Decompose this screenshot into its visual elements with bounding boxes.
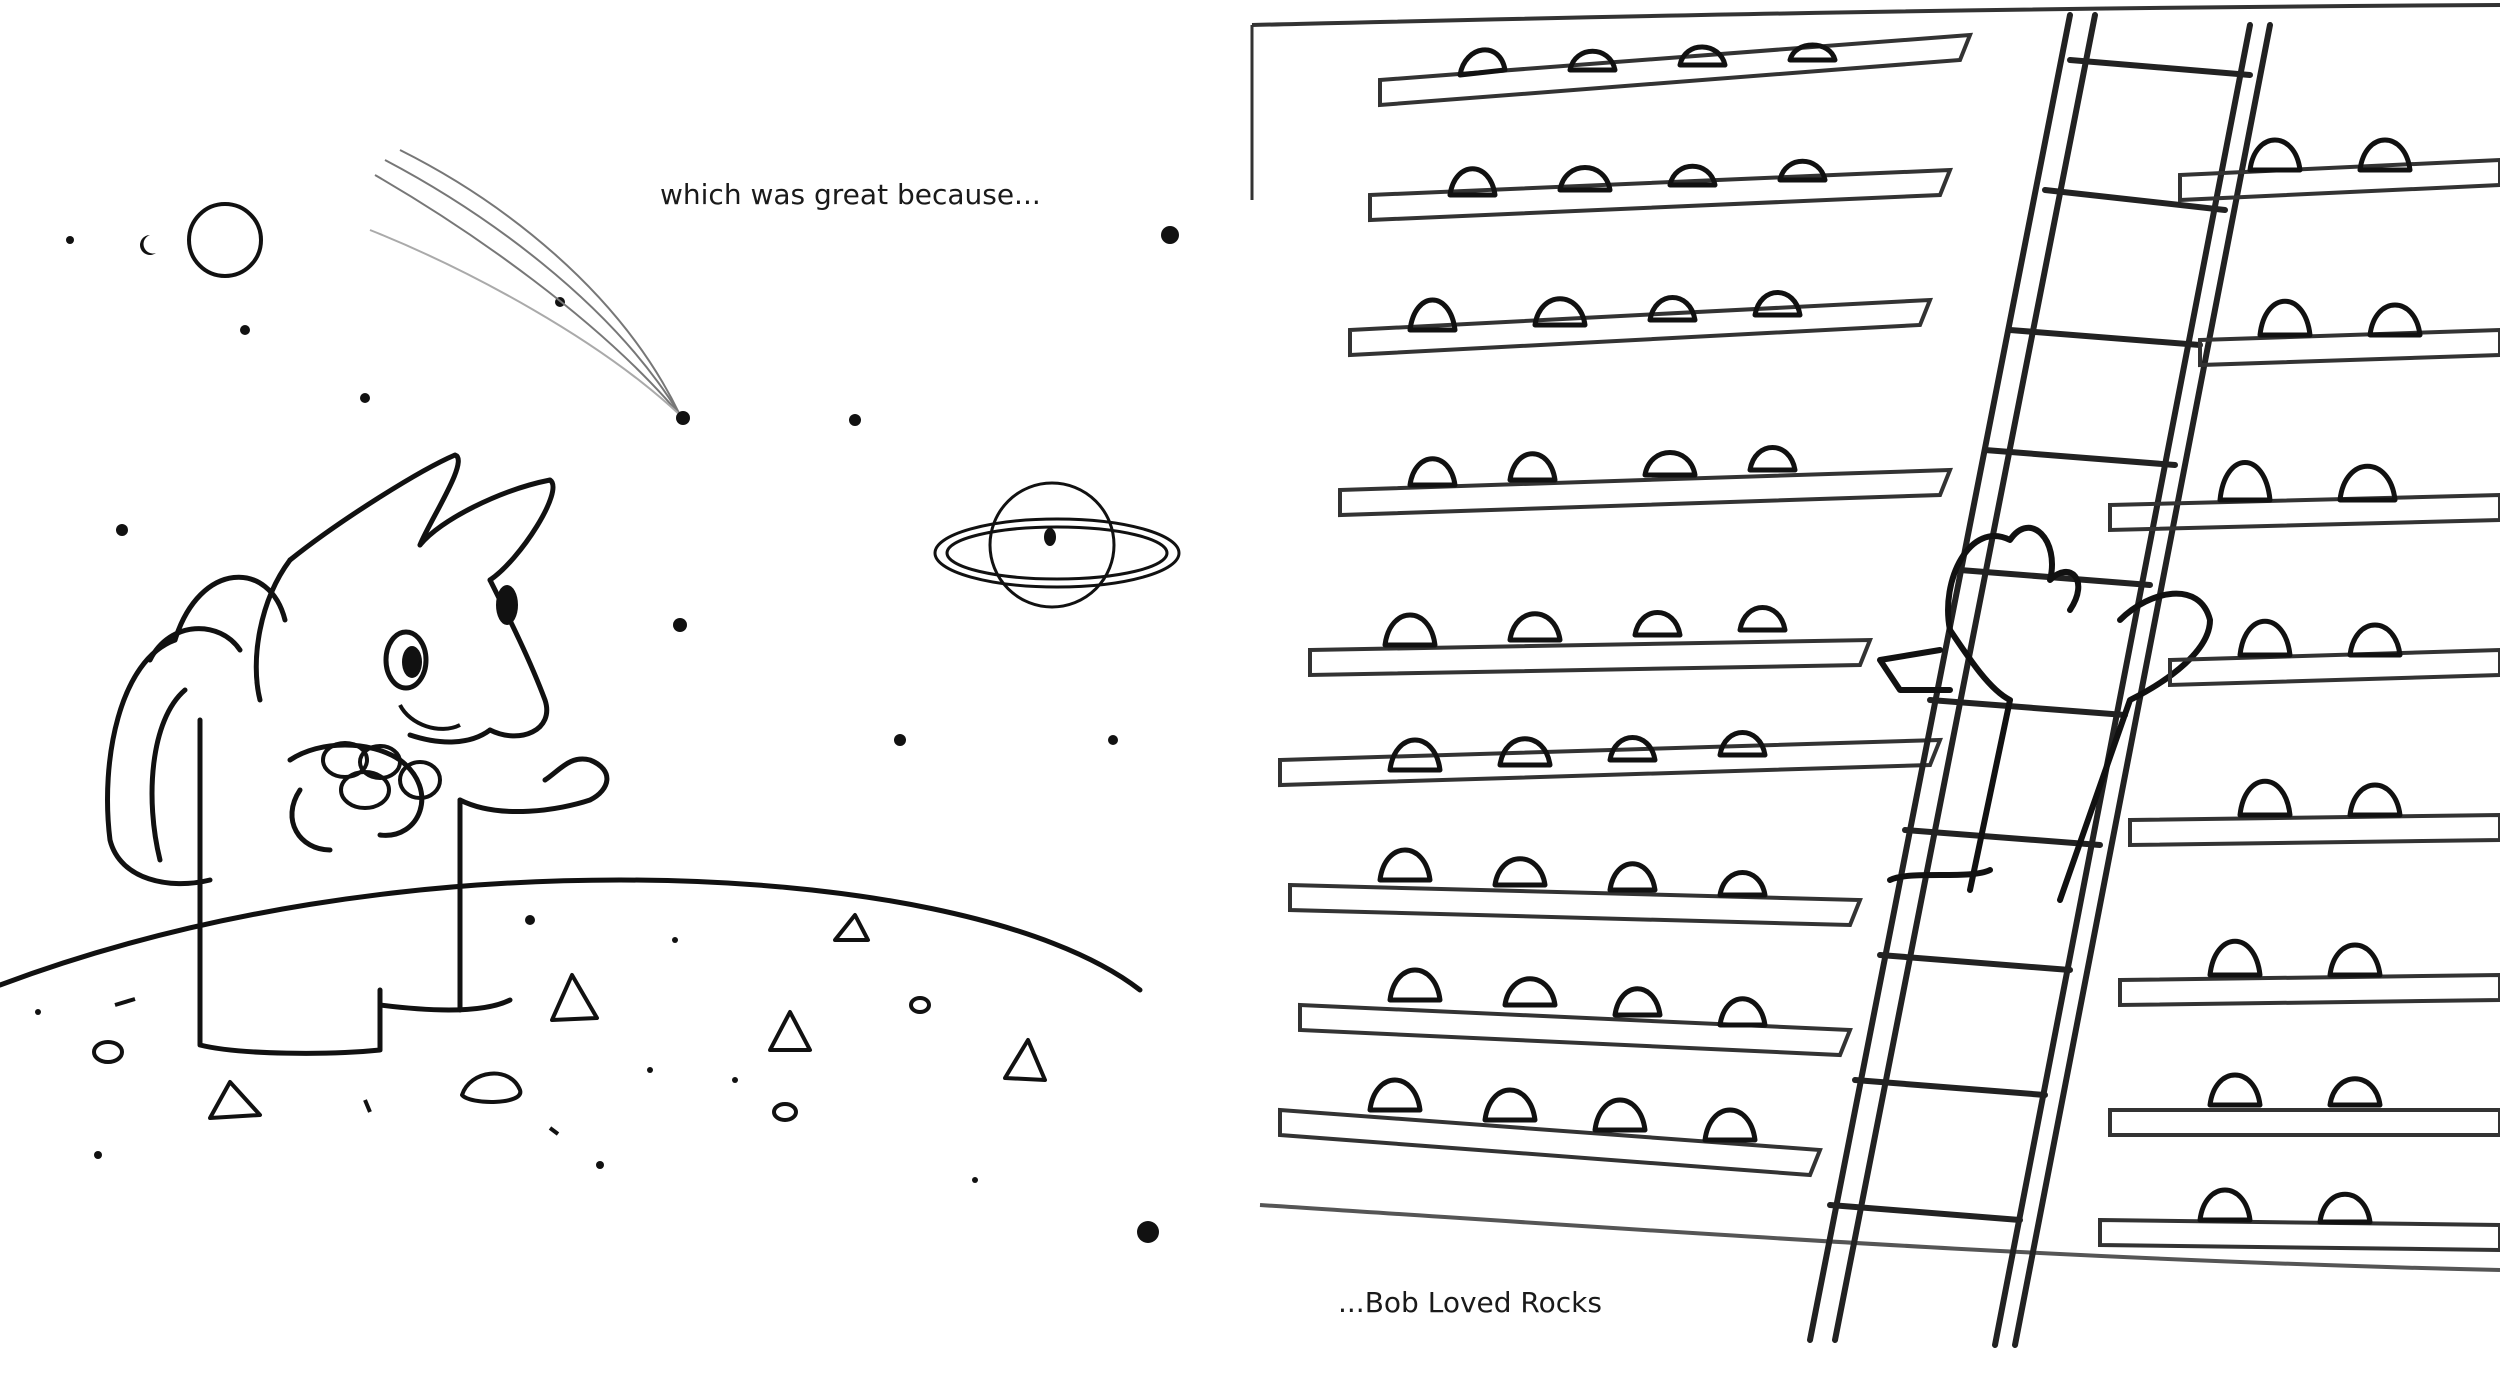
bob-smile	[398, 703, 461, 731]
planet-spot	[1044, 528, 1056, 546]
bob-climbing-ladder	[1877, 524, 2213, 903]
bob-eye-right	[496, 585, 518, 625]
shelf-rocks-left	[1367, 42, 1838, 1143]
crescent-star	[140, 235, 156, 255]
ladder	[1807, 12, 2273, 1348]
shooting-star	[369, 149, 681, 416]
right-page-caption: ...Bob Loved Rocks	[1338, 1286, 1602, 1319]
star-dots	[66, 226, 1179, 1243]
bob-bunny-character	[105, 452, 610, 1056]
shelf-rocks-right	[2197, 137, 2423, 1225]
right-shelf-stack	[2098, 157, 2500, 1253]
small-moon	[187, 202, 263, 278]
rocks-in-arms	[321, 741, 442, 810]
frame-top-line	[1251, 3, 2500, 27]
ringed-planet	[933, 481, 1181, 609]
bob-eye-left	[383, 629, 429, 691]
bob-pupil-left	[402, 646, 422, 678]
left-page: which was great because...	[0, 149, 1181, 1243]
left-shelf-stack	[1278, 32, 1974, 1178]
ground-rocks	[92, 913, 1047, 1136]
frame-bottom-line	[1259, 1203, 2500, 1272]
moon-ground-horizon	[0, 877, 1143, 993]
rock-shelves-illustration	[1250, 3, 2500, 1348]
ground-specks	[35, 915, 978, 1183]
shooting-star-head	[676, 411, 690, 425]
left-page-caption: which was great because...	[660, 178, 1041, 211]
right-page: ...Bob Loved Rocks	[1250, 0, 2500, 1400]
space-scene-illustration	[0, 149, 1181, 1243]
